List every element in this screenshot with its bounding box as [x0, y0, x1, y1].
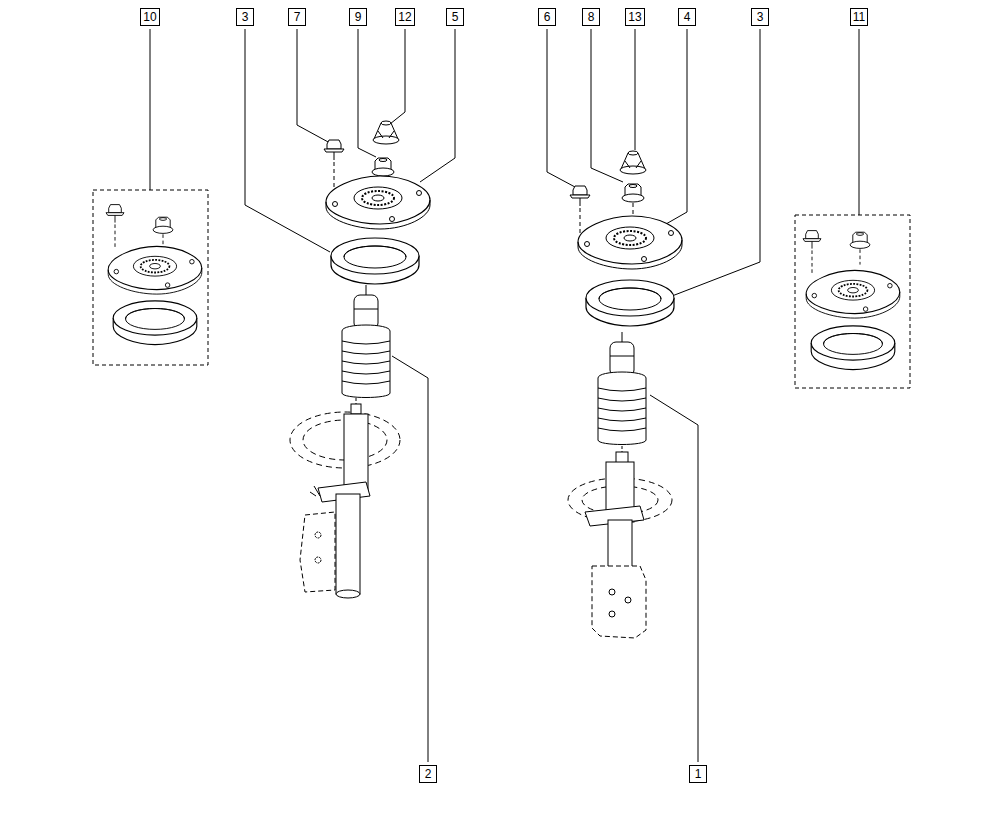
callout-number: 4 [678, 8, 696, 26]
callout-number: 9 [349, 8, 367, 26]
callout-number: 3 [751, 8, 769, 26]
callout-number: 13 [625, 8, 644, 26]
callout-number: 5 [446, 8, 464, 26]
callout-number: 12 [395, 8, 414, 26]
callout-number: 1 [689, 765, 707, 783]
callout-number: 10 [140, 8, 159, 26]
leader-lines [150, 29, 859, 762]
callout-number: 2 [419, 765, 437, 783]
callout-number: 11 [850, 8, 868, 26]
callout-number: 6 [538, 8, 556, 26]
callout-number: 7 [288, 8, 306, 26]
callout-number: 3 [236, 8, 254, 26]
callout-number: 8 [582, 8, 600, 26]
